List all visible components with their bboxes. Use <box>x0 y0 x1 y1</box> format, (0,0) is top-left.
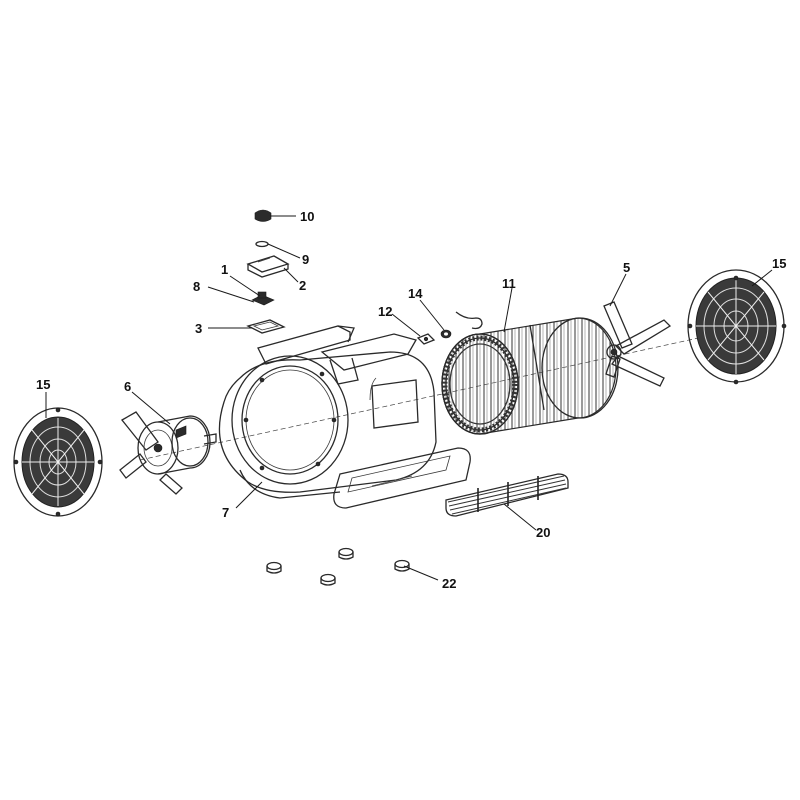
part-3-gasket-inner <box>252 321 280 331</box>
part-wire-clip <box>455 311 483 330</box>
part-7-housing <box>218 325 471 509</box>
callout-12: 12 <box>378 304 392 319</box>
callout-6: 6 <box>124 379 131 394</box>
part-3-gasket <box>246 319 286 334</box>
part-11-blower-wheel <box>441 317 619 435</box>
part-5-mount-bracket <box>603 301 672 387</box>
part-2-switch-plate <box>246 255 290 278</box>
part-14-nut <box>440 329 452 339</box>
part-10-knob <box>254 209 272 222</box>
part-12-bracket <box>416 333 436 345</box>
callout-15-right: 15 <box>772 256 786 271</box>
callout-22: 22 <box>442 576 456 591</box>
callout-2: 2 <box>299 278 306 293</box>
part-8-switch <box>251 291 275 306</box>
assembly-axis-line <box>139 329 736 461</box>
callout-10: 10 <box>300 209 314 224</box>
leader-lines <box>45 215 773 581</box>
part-15-right-grill <box>687 269 787 385</box>
part-6-motor <box>119 411 217 495</box>
part-20-rear-grill <box>445 473 569 517</box>
callout-14: 14 <box>408 286 423 301</box>
callout-9: 9 <box>302 252 309 267</box>
callout-1: 1 <box>221 262 228 277</box>
callout-15-left: 15 <box>36 377 50 392</box>
callout-5: 5 <box>623 260 630 275</box>
part-9-ring <box>255 240 269 248</box>
part-15-left-grill <box>13 407 103 517</box>
callout-11: 11 <box>502 276 516 291</box>
callout-3: 3 <box>195 321 202 336</box>
callout-20: 20 <box>536 525 550 540</box>
part-22-feet <box>266 547 410 586</box>
callout-8: 8 <box>193 279 200 294</box>
callout-7: 7 <box>222 505 229 520</box>
